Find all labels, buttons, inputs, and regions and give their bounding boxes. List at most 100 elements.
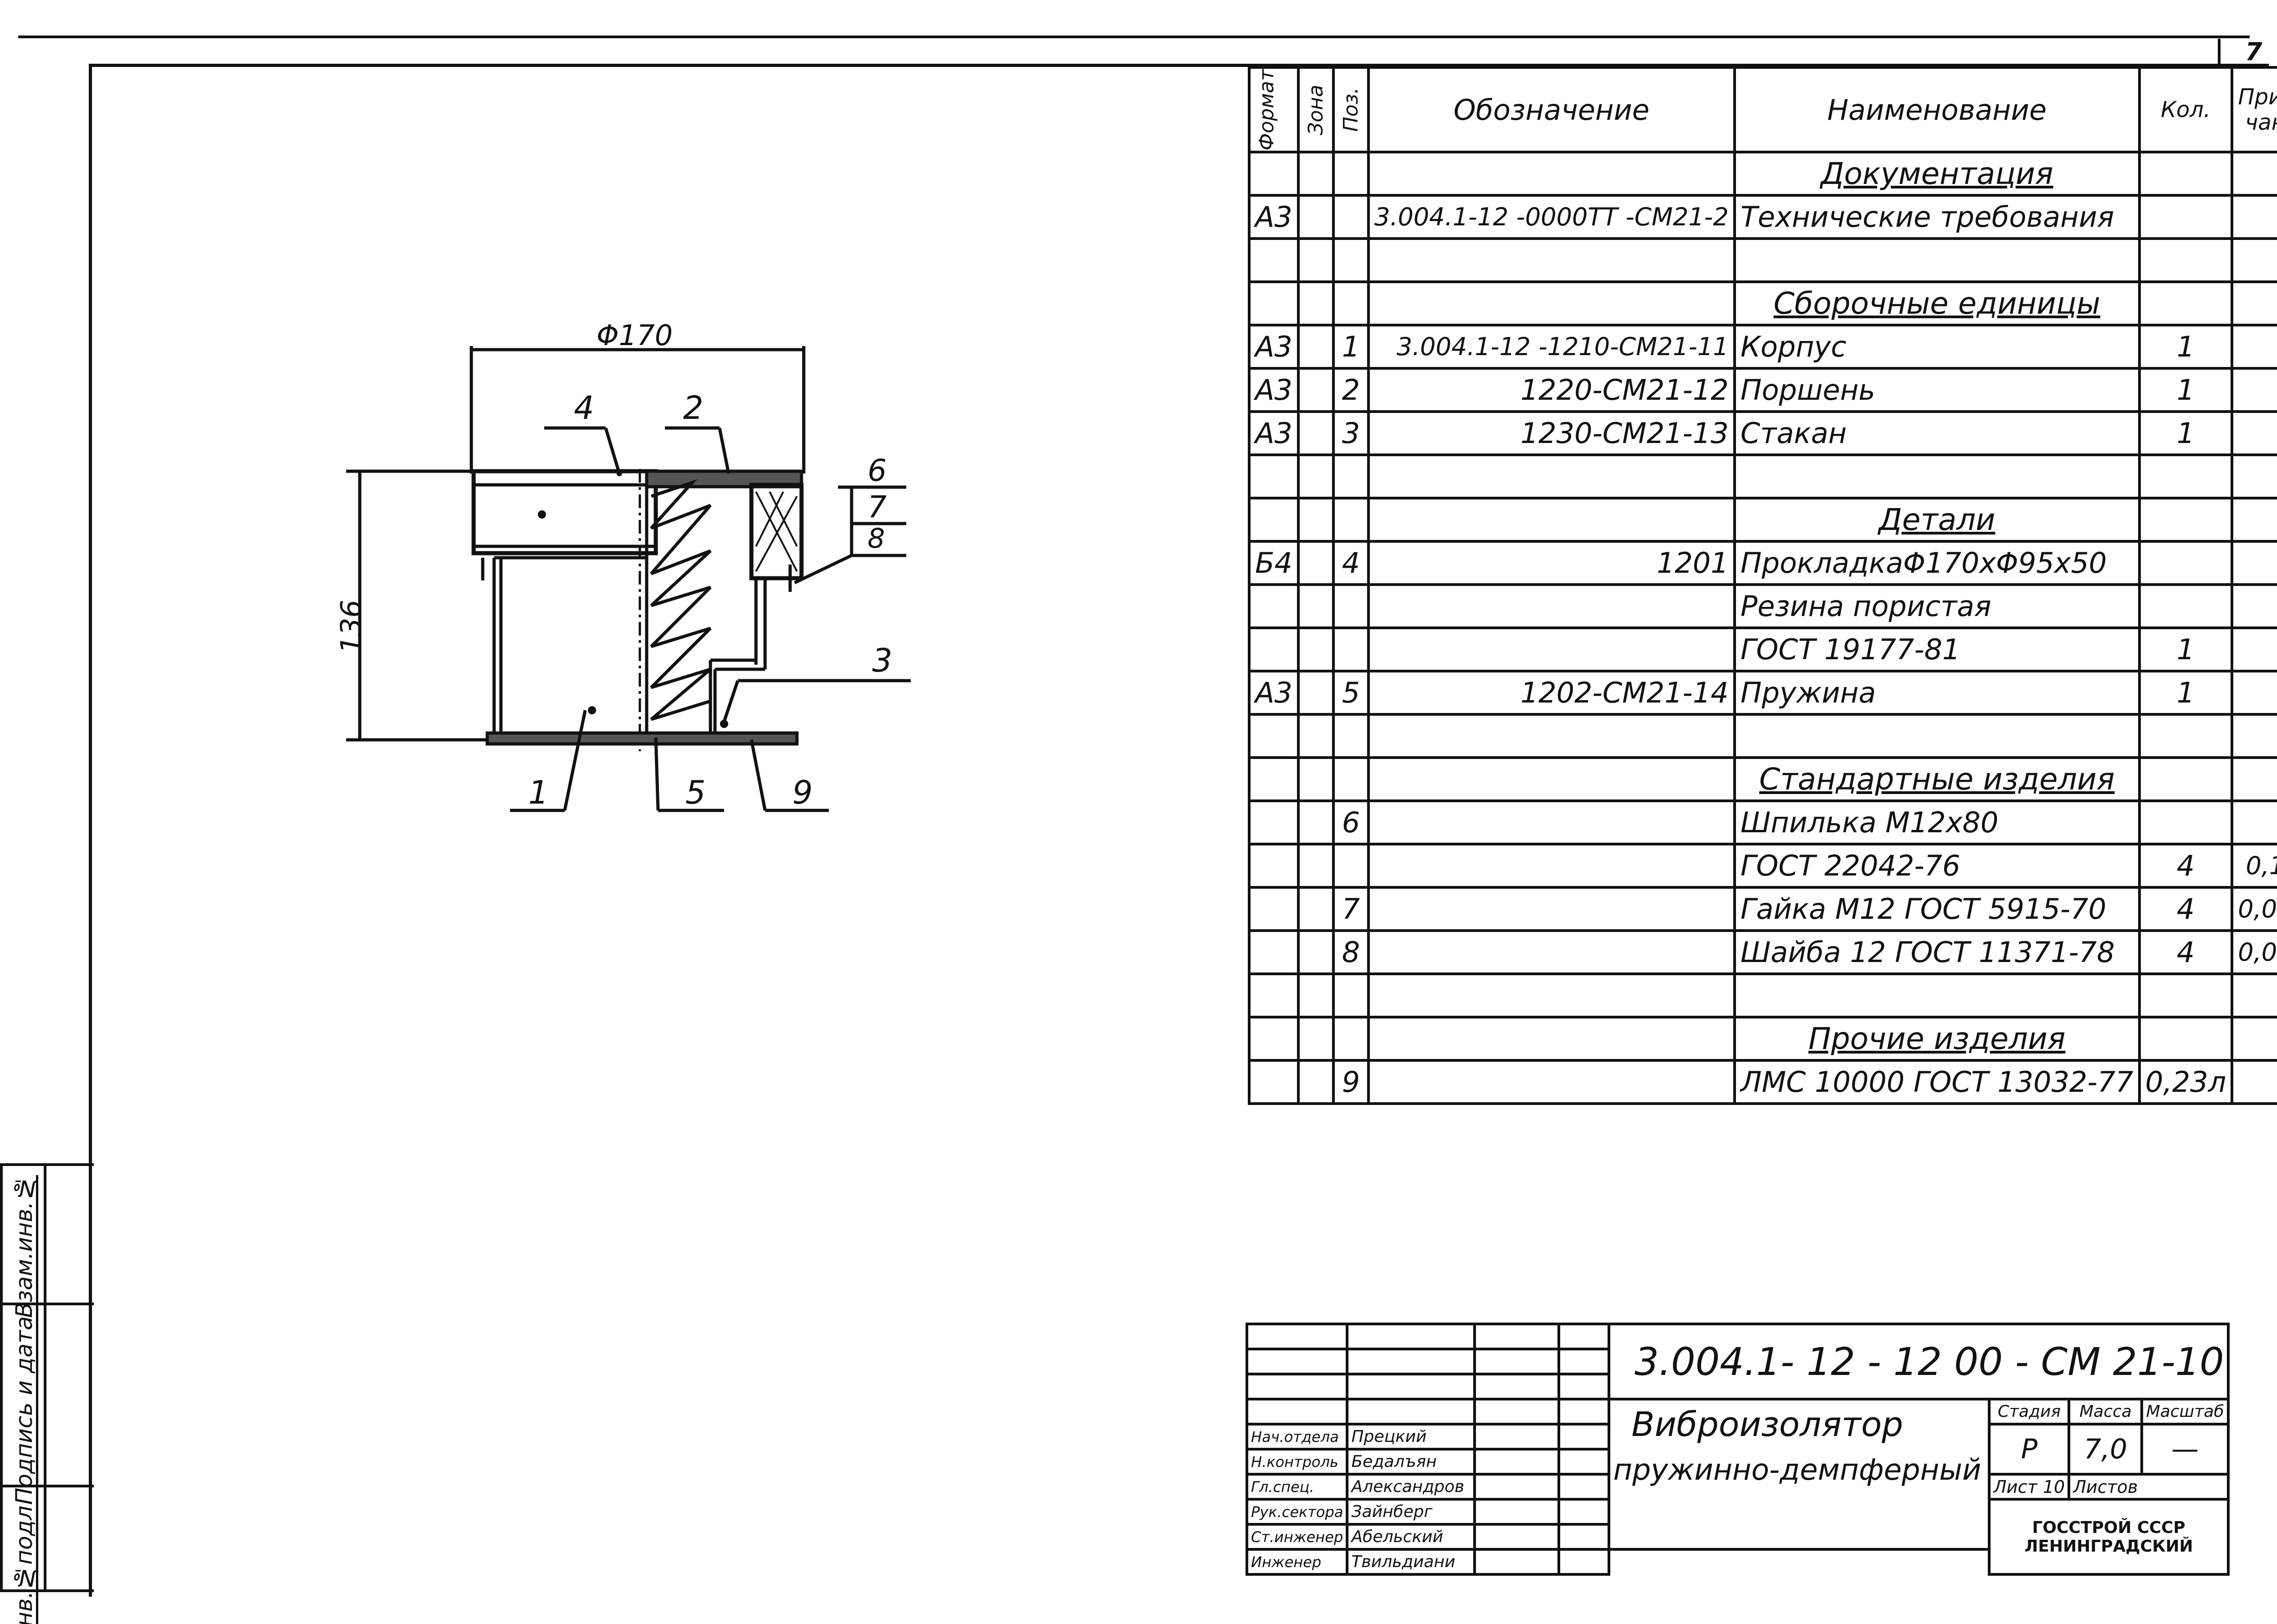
corner-mark: 7 [2245,37,2262,66]
spec-cell-pos: 6 [1332,799,1370,845]
spec-cell-designation [1367,280,1736,326]
spec-cell-format: А3 [1248,194,1300,240]
spec-row [1248,713,2277,759]
spec-cell-note [2231,713,2277,759]
signer-role: Н.контроль [1245,1448,1349,1476]
spec-cell-format [1248,972,1300,1018]
callout-9: 9 [792,774,813,811]
spec-cell-format [1248,151,1300,197]
callout-7: 7 [868,489,887,524]
spec-cell-pos [1332,843,1370,889]
mass-value: 7,0 [2068,1423,2144,1476]
side-stamp-signature-date: Подпись и дата [11,1316,37,1505]
spec-row: Резина пористая [1248,583,2277,629]
spec-row: Сборочные единицы [1248,280,2277,326]
spec-cell-format: А3 [1248,367,1300,413]
stage-value: Р [1988,1423,2071,1476]
spec-cell-zone [1297,237,1335,283]
spec-cell-pos: 3 [1332,410,1370,456]
spec-cell-name: ГОСТ 19177-81 [1733,626,2141,672]
spec-cell-format [1248,1059,1300,1105]
spec-cell-qty: 4 [2138,843,2234,889]
spec-cell-pos: 2 [1332,367,1370,413]
specification-table: Формат Зона Поз. Обозначение Наименовани… [1248,66,2277,1105]
spec-cell-zone [1297,626,1335,672]
callout-2: 2 [683,389,704,427]
header-pos: Поз. [1332,66,1370,153]
spec-cell-pos: 1 [1332,324,1370,370]
document-code: 3.004.1- 12 - 12 00 - СМ 21-10 [1608,1323,2230,1400]
spec-cell-name: Корпус [1733,324,2141,370]
scale-label: Масштаб [2140,1398,2230,1425]
spec-cell-zone [1297,497,1335,543]
spec-cell-name: Детали [1733,497,2141,543]
spec-cell-designation [1367,583,1736,629]
spec-row [1248,453,2277,499]
stage-label: Стадия [1988,1398,2071,1425]
spec-cell-designation [1367,756,1736,802]
spec-cell-qty [2138,497,2234,543]
spec-cell-pos [1332,583,1370,629]
signer-name: Абельский [1346,1523,1476,1551]
spec-cell-designation [1367,799,1736,845]
spec-cell-zone [1297,540,1335,586]
spec-cell-zone [1297,843,1335,889]
spec-cell-format [1248,929,1300,975]
spec-cell-note [2231,280,2277,326]
spec-cell-format [1248,453,1300,499]
signer-role: Нач.отдела [1245,1423,1349,1451]
callout-8: 8 [868,523,885,555]
spec-cell-note [2231,583,2277,629]
spec-cell-qty: 1 [2138,410,2234,456]
spec-cell-qty: 1 [2138,367,2234,413]
date-cell [1557,1473,1611,1501]
spec-cell-zone [1297,886,1335,932]
spec-row [1248,972,2277,1018]
spec-cell-qty [2138,540,2234,586]
signer-role: Рук.сектора [1245,1498,1349,1526]
spec-cell-zone [1297,1016,1335,1062]
spec-cell-name [1733,713,2141,759]
spec-cell-designation [1367,151,1736,197]
scale-value: — [2140,1423,2230,1476]
spec-cell-note [2231,151,2277,197]
spec-cell-pos [1332,237,1370,283]
callout-5: 5 [685,774,706,811]
spec-cell-designation [1367,1016,1736,1062]
spec-cell-qty [2138,1016,2234,1062]
spec-cell-zone [1297,756,1335,802]
spec-cell-designation: 1220-СМ21-12 [1367,367,1736,413]
spec-cell-pos: 8 [1332,929,1370,975]
spec-cell-zone [1297,280,1335,326]
spec-cell-zone [1297,972,1335,1018]
signature-cell [1473,1548,1561,1576]
callout-1: 1 [528,774,549,811]
spec-cell-note: 0,1кг [2231,843,2277,889]
header-zone: Зона [1297,66,1335,153]
spec-cell-name: Шайба 12 ГОСТ 11371-78 [1733,929,2141,975]
spec-cell-pos: 5 [1332,670,1370,716]
spec-cell-zone [1297,324,1335,370]
date-cell [1557,1448,1611,1476]
spec-cell-format [1248,843,1300,889]
spec-cell-pos: 7 [1332,886,1370,932]
spec-cell-note [2231,410,2277,456]
header-name: Наименование [1733,66,2141,153]
title-block: 3.004.1- 12 - 12 00 - СМ 21-10 Виброизол… [1245,1323,2230,1576]
spec-cell-pos [1332,280,1370,326]
spec-cell-designation [1367,626,1736,672]
spec-cell-qty: 4 [2138,929,2234,975]
date-cell [1557,1423,1611,1451]
spec-cell-zone [1297,1059,1335,1105]
spec-cell-qty [2138,280,2234,326]
spec-cell-zone [1297,410,1335,456]
header-note: Приме-чание [2231,66,2277,153]
spec-cell-designation: 1201 [1367,540,1736,586]
spec-cell-pos: 4 [1332,540,1370,586]
